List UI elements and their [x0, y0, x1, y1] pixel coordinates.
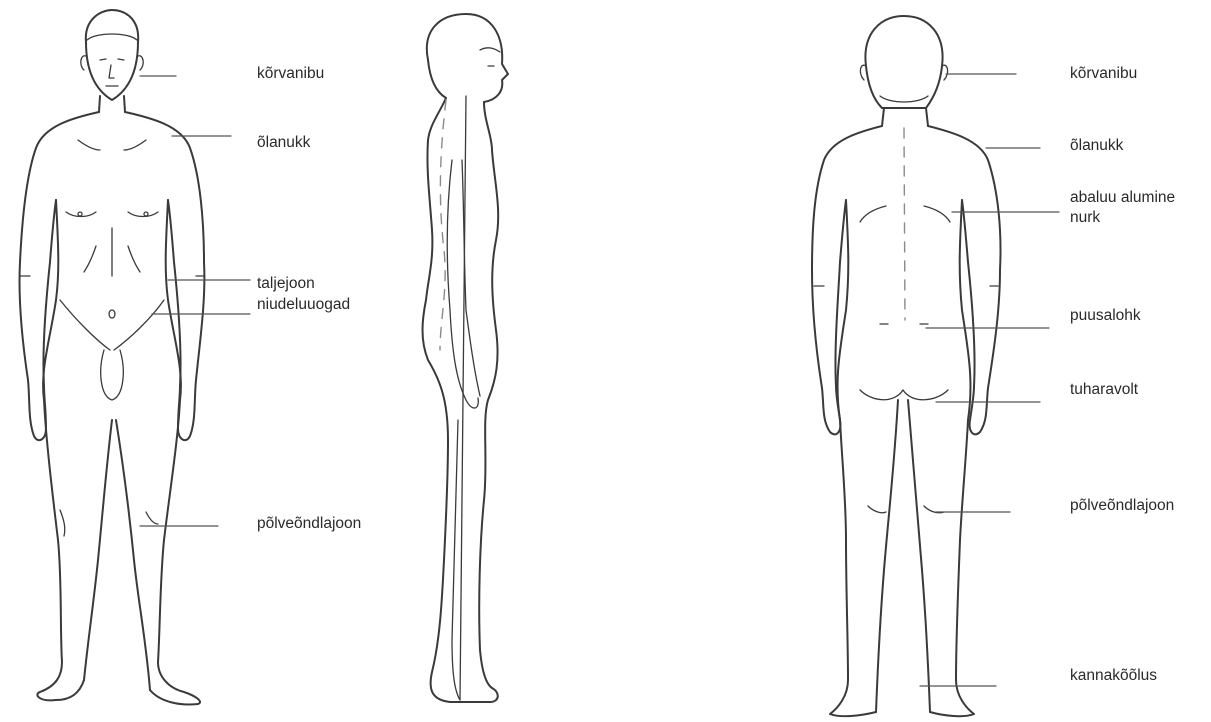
- label-back-lumbar-dimple: puusalohk: [1070, 306, 1141, 325]
- side-head: [427, 14, 508, 102]
- label-back-achilles: kannakõõlus: [1070, 666, 1157, 685]
- front-body-outline: [19, 112, 99, 440]
- back-head: [865, 16, 942, 108]
- label-back-acromion: õlanukk: [1070, 136, 1123, 155]
- label-front-iliac-crest: niudeluuogad: [257, 295, 350, 314]
- side-figure: [423, 14, 509, 702]
- label-back-earlobe: kõrvanibu: [1070, 64, 1137, 83]
- back-figure: [812, 16, 1059, 716]
- label-front-acromion: õlanukk: [257, 133, 310, 152]
- label-front-knee-crease: põlveõndlajoon: [257, 514, 361, 533]
- label-back-gluteal-fold: tuharavolt: [1070, 380, 1138, 399]
- front-figure: [19, 10, 250, 704]
- label-front-waistline: taljejoon: [257, 274, 315, 293]
- label-back-knee-crease: põlveõndlajoon: [1070, 496, 1174, 515]
- label-back-scapula-line2: nurk: [1070, 208, 1100, 227]
- label-back-scapula-line1: abaluu alumine: [1070, 188, 1175, 207]
- label-front-earlobe: kõrvanibu: [257, 64, 324, 83]
